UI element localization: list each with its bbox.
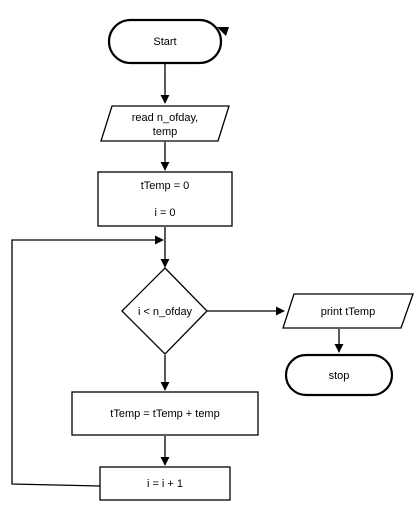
print-label: print tTemp xyxy=(321,306,375,318)
init-node: tTemp = 0 i = 0 xyxy=(97,171,233,227)
accumulate-label: tTemp = tTemp + temp xyxy=(110,408,219,420)
init-line1: tTemp = 0 xyxy=(141,180,190,192)
accumulate-node: tTemp = tTemp + temp xyxy=(71,391,259,436)
init-line2: i = 0 xyxy=(154,207,175,219)
rotate-handle-icon xyxy=(217,27,229,36)
edge-loop-back xyxy=(11,235,164,487)
decision-node: i < n_ofday xyxy=(121,267,208,355)
start-label: Start xyxy=(153,36,176,48)
print-node: print tTemp xyxy=(282,293,414,329)
stop-label: stop xyxy=(329,370,350,382)
read-input-node: read n_ofday, temp xyxy=(100,105,230,142)
read-input-line1: read n_ofday, xyxy=(132,112,198,124)
connectors xyxy=(11,64,344,487)
start-node: Start xyxy=(107,18,229,65)
read-input-line2: temp xyxy=(153,126,177,138)
increment-node: i = i + 1 xyxy=(99,466,231,501)
decision-label: i < n_ofday xyxy=(138,306,193,318)
stop-node: stop xyxy=(284,353,394,397)
increment-label: i = i + 1 xyxy=(147,478,183,490)
